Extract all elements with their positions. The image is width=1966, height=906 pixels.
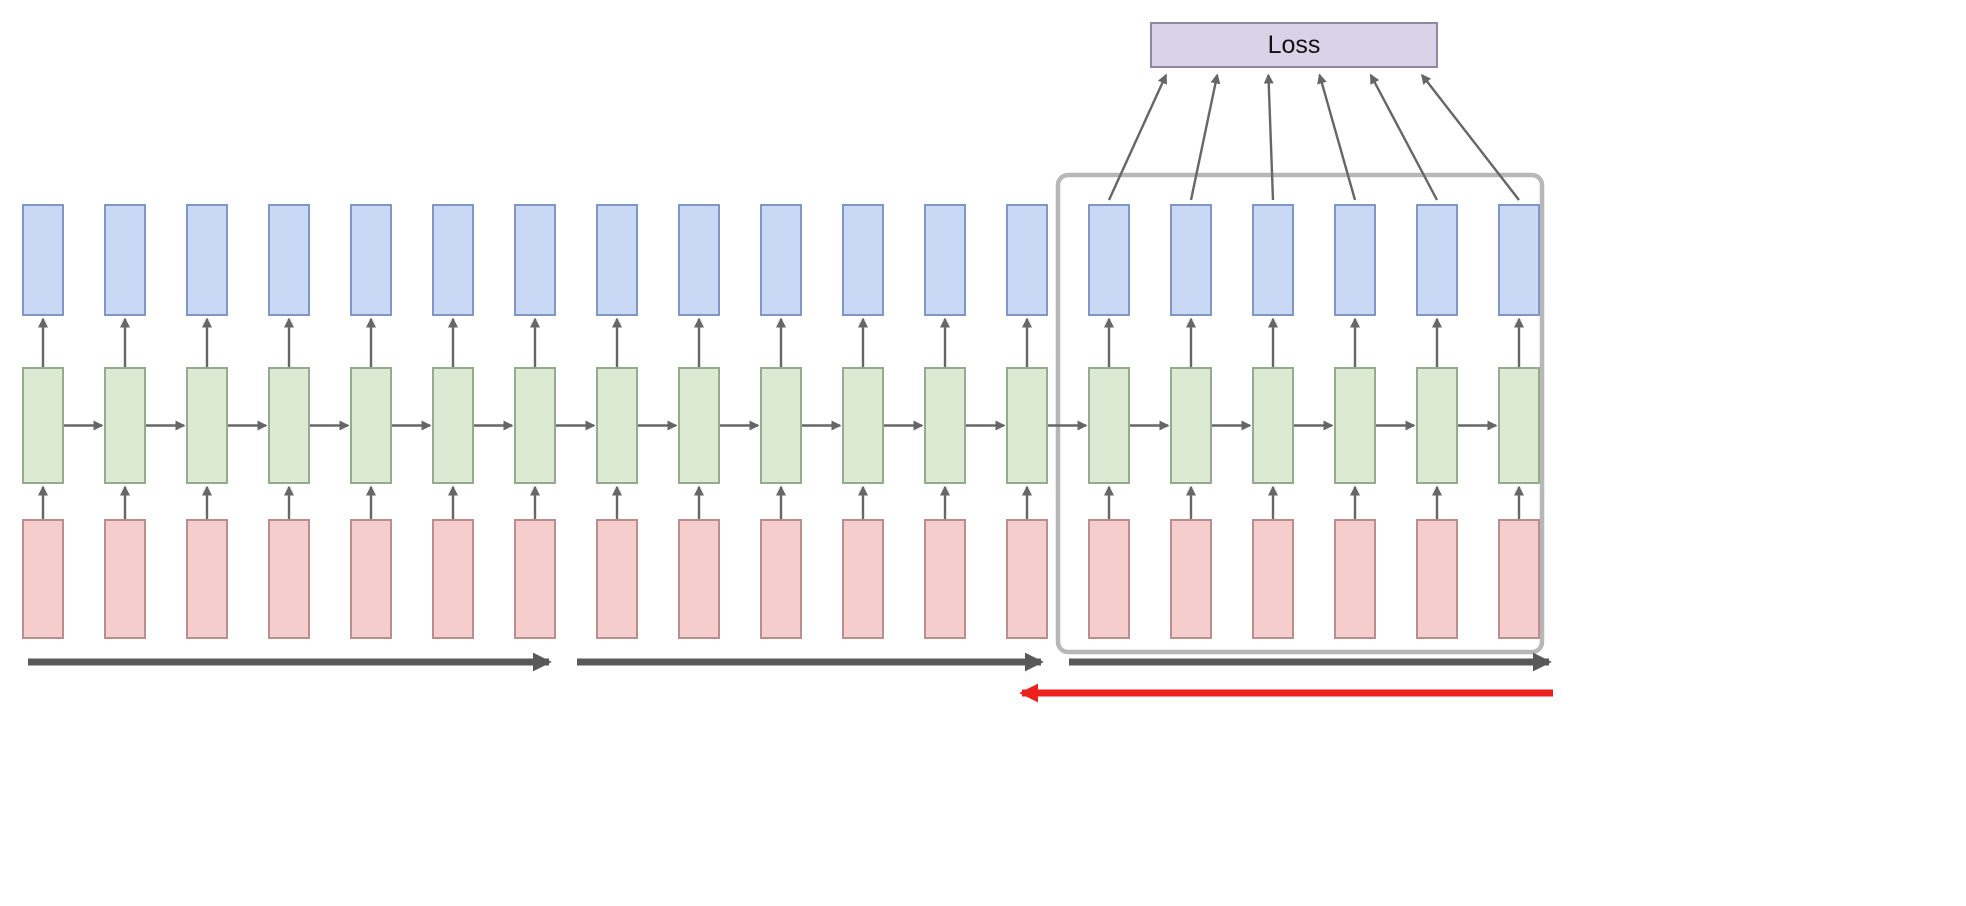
input-box: [596, 519, 638, 639]
input-box: [1006, 519, 1048, 639]
output-box: [842, 204, 884, 316]
hidden-box: [268, 367, 310, 484]
hidden-box: [350, 367, 392, 484]
hidden-box: [924, 367, 966, 484]
input-box: [22, 519, 64, 639]
loss-arrow: [1369, 73, 1439, 201]
output-box: [268, 204, 310, 316]
output-box: [350, 204, 392, 316]
hidden-box: [596, 367, 638, 484]
hidden-box: [1252, 367, 1294, 484]
output-box: [1252, 204, 1294, 316]
output-box: [22, 204, 64, 316]
hidden-box: [186, 367, 228, 484]
loss-label: Loss: [1267, 30, 1321, 59]
output-box: [186, 204, 228, 316]
input-box: [432, 519, 474, 639]
hidden-box: [1498, 367, 1540, 484]
input-box: [104, 519, 146, 639]
input-box: [1498, 519, 1540, 639]
hidden-box: [1088, 367, 1130, 484]
input-box: [1416, 519, 1458, 639]
loss-arrow: [1421, 73, 1520, 201]
output-box: [432, 204, 474, 316]
hidden-box: [104, 367, 146, 484]
input-box: [514, 519, 556, 639]
input-box: [678, 519, 720, 639]
loss-arrow: [1317, 73, 1357, 201]
input-box: [1170, 519, 1212, 639]
hidden-box: [678, 367, 720, 484]
output-box: [1334, 204, 1376, 316]
hidden-box: [1334, 367, 1376, 484]
output-box: [1170, 204, 1212, 316]
output-box: [1006, 204, 1048, 316]
output-box: [514, 204, 556, 316]
input-box: [760, 519, 802, 639]
output-box: [104, 204, 146, 316]
input-box: [350, 519, 392, 639]
hidden-box: [1006, 367, 1048, 484]
output-box: [924, 204, 966, 316]
hidden-box: [22, 367, 64, 484]
input-box: [186, 519, 228, 639]
loss-arrow: [1189, 73, 1221, 201]
output-box: [1498, 204, 1540, 316]
input-box: [268, 519, 310, 639]
output-box: [678, 204, 720, 316]
loss-box: Loss: [1150, 22, 1438, 68]
hidden-box: [432, 367, 474, 484]
hidden-box: [1416, 367, 1458, 484]
hidden-box: [842, 367, 884, 484]
output-box: [1416, 204, 1458, 316]
input-box: [1252, 519, 1294, 639]
hidden-box: [514, 367, 556, 484]
input-box: [842, 519, 884, 639]
hidden-box: [760, 367, 802, 484]
hidden-box: [1170, 367, 1212, 484]
truncation-window-frame: [1055, 172, 1545, 655]
loss-arrow: [1107, 73, 1168, 201]
output-box: [760, 204, 802, 316]
input-box: [924, 519, 966, 639]
loss-arrow: [1263, 73, 1275, 201]
output-box: [596, 204, 638, 316]
input-box: [1088, 519, 1130, 639]
input-box: [1334, 519, 1376, 639]
output-box: [1088, 204, 1130, 316]
